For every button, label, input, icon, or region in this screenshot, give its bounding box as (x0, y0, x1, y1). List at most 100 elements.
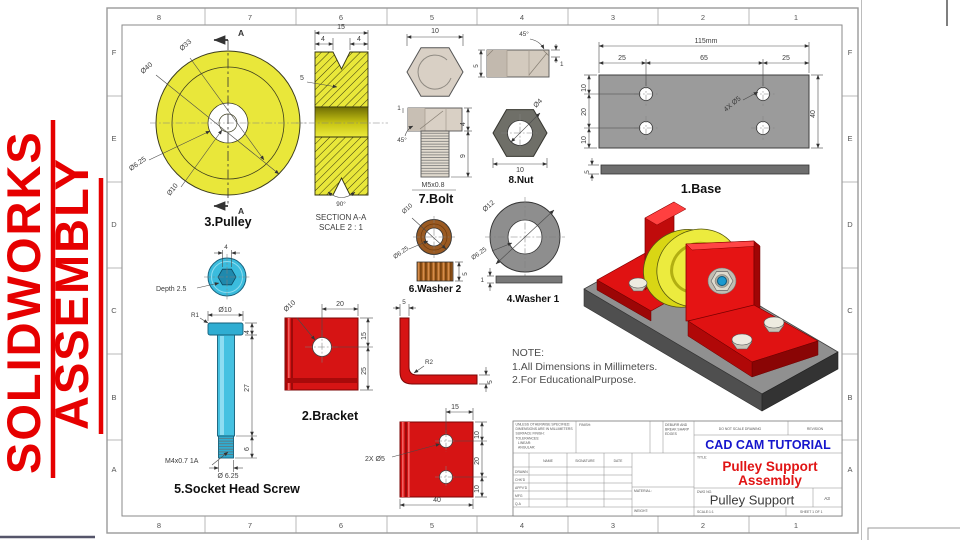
drawing-title-line2: Assembly (738, 473, 802, 488)
svg-text:Q.A: Q.A (515, 502, 522, 506)
svg-text:B: B (111, 393, 116, 402)
side-banner: SOLIDWORKS ASSEMBLY (0, 120, 104, 478)
deburr-note: DEBURR AND BREAK SHARP EDGES (665, 423, 690, 436)
note-block: NOTE: 1.All Dimensions in Millimeters. 2… (512, 347, 657, 386)
bracket-label: 2.Bracket (302, 409, 359, 423)
svg-text:10: 10 (474, 431, 481, 439)
svg-text:15: 15 (337, 24, 345, 31)
svg-text:5: 5 (462, 272, 469, 276)
svg-text:M4x0.7 1A: M4x0.7 1A (165, 458, 199, 465)
pulley-label: 3.Pulley (204, 215, 251, 229)
svg-text:SIGNATURE: SIGNATURE (575, 459, 595, 463)
svg-text:6: 6 (244, 447, 251, 451)
svg-text:R2: R2 (425, 359, 434, 366)
svg-text:WEIGHT:: WEIGHT: (634, 509, 648, 513)
svg-text:20: 20 (336, 301, 344, 308)
svg-text:A: A (111, 465, 116, 474)
svg-text:E: E (111, 134, 116, 143)
svg-text:4: 4 (224, 244, 228, 251)
svg-text:BREAK SHARP: BREAK SHARP (665, 428, 690, 432)
svg-text:TITLE:: TITLE: (697, 456, 707, 460)
svg-text:27: 27 (244, 384, 251, 392)
svg-text:25: 25 (618, 55, 626, 62)
svg-text:3: 3 (611, 521, 615, 530)
bracket-side-view: 5 R2 5 (393, 299, 494, 392)
zone-row-labels: F E D C B A F E D C B A (111, 48, 853, 474)
section-view: 15 4 4 5 90° SECTION A-A SCALE 2 : 1 (296, 24, 388, 232)
svg-text:UNLESS OTHERWISE SPECIFIED:: UNLESS OTHERWISE SPECIFIED: (516, 423, 571, 427)
svg-text:Ø10: Ø10 (218, 307, 231, 314)
svg-text:DIMENSIONS ARE IN MILLIMETERS: DIMENSIONS ARE IN MILLIMETERS (516, 427, 574, 431)
svg-text:SCALE:1:1: SCALE:1:1 (697, 510, 714, 514)
bracket-front-view: Ø10 20 15 25 2.Bracket (283, 299, 373, 423)
svg-text:REVISION: REVISION (807, 427, 824, 431)
banner-line1: SOLIDWORKS (0, 130, 50, 474)
svg-text:Depth 2.5: Depth 2.5 (156, 286, 186, 293)
svg-text:45°: 45° (519, 30, 529, 38)
svg-text:NOTE:: NOTE: (512, 347, 544, 359)
svg-text:4: 4 (357, 36, 361, 43)
svg-text:25: 25 (361, 367, 368, 375)
nut-label: 8.Nut (509, 175, 535, 186)
zone-column-labels-bottom: 8 7 6 5 4 3 2 1 (157, 521, 798, 530)
svg-text:20: 20 (581, 108, 588, 116)
svg-text:10: 10 (581, 136, 588, 144)
svg-text:1: 1 (480, 277, 484, 284)
svg-text:MFG: MFG (515, 494, 523, 498)
svg-text:DRAWN: DRAWN (515, 470, 528, 474)
svg-text:A: A (847, 465, 852, 474)
svg-text:MATERIAL:: MATERIAL: (634, 489, 652, 493)
svg-text:2: 2 (701, 13, 705, 22)
svg-text:8: 8 (157, 13, 161, 22)
svg-text:M5x0.8: M5x0.8 (422, 182, 445, 189)
svg-text:D: D (847, 220, 853, 229)
assembly-isometric (583, 201, 839, 412)
svg-text:NAME: NAME (543, 459, 554, 463)
svg-text:15: 15 (451, 404, 459, 411)
section-mark: A (238, 28, 244, 38)
svg-text:4: 4 (460, 122, 467, 126)
svg-text:EDGES: EDGES (665, 432, 678, 436)
svg-text:1.All Dimensions in Millimeter: 1.All Dimensions in Millimeters. (512, 361, 657, 373)
svg-text:1: 1 (397, 105, 401, 112)
svg-text:1: 1 (794, 521, 798, 530)
svg-text:10: 10 (474, 485, 481, 493)
brand-text: CAD CAM TUTORIAL (705, 438, 831, 452)
drawing-title-line1: Pulley Support (722, 459, 818, 474)
svg-text:R1: R1 (191, 312, 200, 319)
svg-text:Ø 6.25: Ø 6.25 (217, 473, 238, 480)
svg-text:6: 6 (339, 521, 343, 530)
zone-column-labels-top: 8 7 6 5 4 3 2 1 (157, 13, 798, 22)
svg-text:115mm: 115mm (695, 38, 718, 45)
svg-text:8: 8 (157, 521, 161, 530)
sheet-size: A3 (824, 496, 830, 501)
svg-text:D: D (111, 220, 117, 229)
svg-text:4: 4 (520, 521, 524, 530)
svg-text:1: 1 (794, 13, 798, 22)
svg-text:15: 15 (361, 332, 368, 340)
svg-text:F: F (112, 48, 117, 57)
svg-text:5: 5 (430, 521, 434, 530)
svg-text:4: 4 (520, 13, 524, 22)
svg-text:5: 5 (402, 299, 406, 306)
center-fastener-iso (707, 267, 737, 295)
svg-text:CHK'D: CHK'D (515, 478, 526, 482)
svg-text:DATE: DATE (614, 459, 624, 463)
washer1-label: 4.Washer 1 (507, 294, 560, 305)
dwg-number: Pulley Support (710, 493, 795, 508)
svg-text:SURFACE FINISH:: SURFACE FINISH: (516, 432, 545, 436)
banner-line2: ASSEMBLY (45, 157, 98, 430)
svg-text:F: F (848, 48, 853, 57)
svg-text:7: 7 (248, 13, 252, 22)
section-title: SECTION A-A (316, 213, 367, 222)
bracket-flange-view: 15 10 20 10 40 2X Ø5 (365, 404, 487, 509)
nut-front-view: Ø4 10 8.Nut (492, 98, 548, 186)
svg-text:Ø4: Ø4 (532, 98, 544, 110)
section-mark: A (238, 206, 244, 216)
pulley-view: A A Ø33 Ø40 Ø6.25 Ø10 3.Pulley (128, 28, 306, 229)
svg-text:LINEAR:: LINEAR: (518, 441, 531, 445)
bolt-label: 7.Bolt (419, 192, 455, 206)
